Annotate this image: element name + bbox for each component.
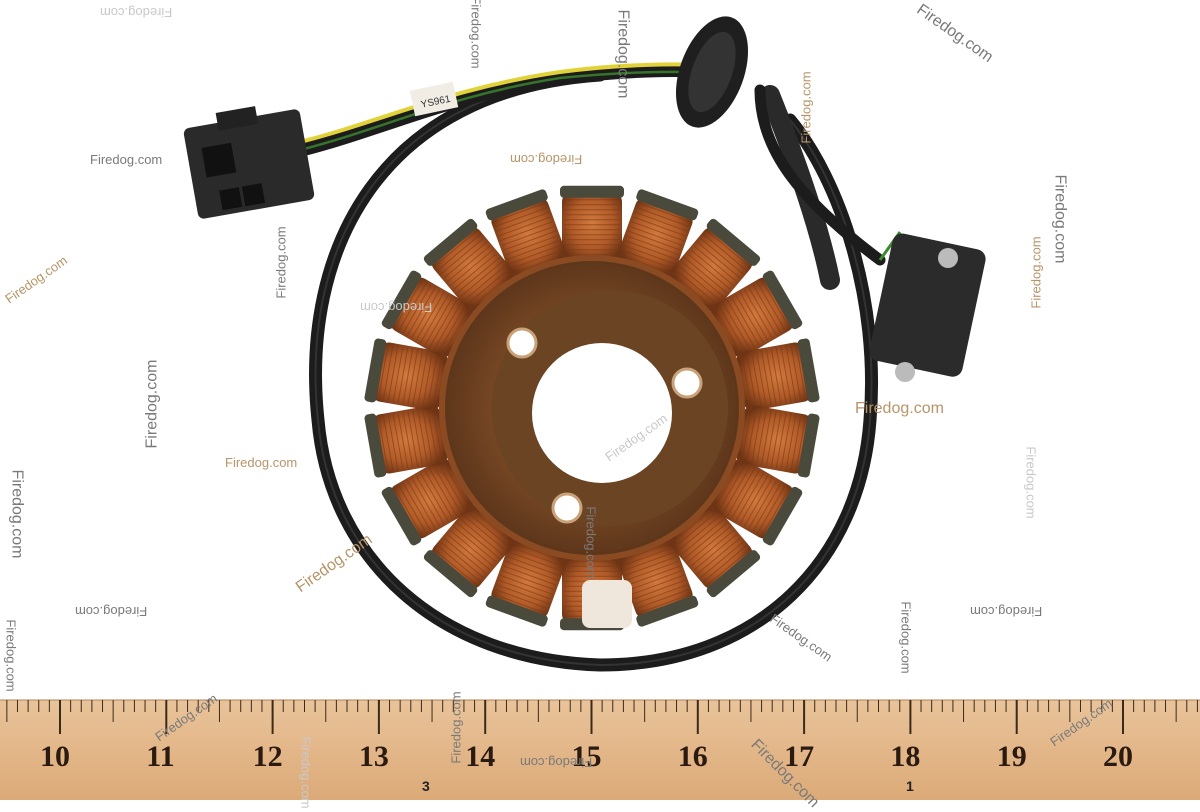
watermark-text: Firedog.com <box>8 469 26 559</box>
ruler-label: 14 <box>465 740 496 773</box>
stator-coil <box>423 504 515 598</box>
ruler-ticks <box>6 700 1198 734</box>
ruler-label: 10 <box>40 740 70 773</box>
ruler-label: 16 <box>677 740 708 773</box>
stator-coil <box>617 189 699 279</box>
watermark-text: Firedog.com <box>3 619 19 692</box>
stator-coil <box>364 405 448 478</box>
wire-harness: YS961 <box>293 62 886 290</box>
watermark-text: Firedog.com <box>1023 446 1039 519</box>
watermark-text: Firedog.com <box>468 0 484 69</box>
wire-loop <box>309 68 879 672</box>
watermark-text: Firedog.com <box>448 691 464 764</box>
watermark-text: Firedog.com <box>970 604 1043 619</box>
watermark-text: Firedog.com <box>298 736 314 809</box>
stator-coil <box>560 185 624 262</box>
stator-center-hole <box>532 343 672 483</box>
ruler-label: 18 <box>890 740 921 773</box>
watermark-text: Firedog.com <box>225 455 298 470</box>
bolt-hole <box>506 327 538 359</box>
stator-coil <box>485 537 567 627</box>
stator-coil <box>710 458 803 546</box>
watermark-text: Firedog.com <box>1051 174 1069 264</box>
ruler-label: 17 <box>784 740 815 773</box>
stator-assembly <box>364 185 820 631</box>
ruler-small-mark: 1 <box>906 778 914 794</box>
stator-coil <box>710 270 803 358</box>
stator-coil <box>669 218 761 312</box>
ruler-label: 20 <box>1103 740 1133 773</box>
watermark-text: Firedog.com <box>855 400 944 417</box>
watermark-text: Firedog.com <box>360 300 433 315</box>
stator-coil <box>485 189 567 279</box>
watermark-text: Firedog.com <box>614 9 632 99</box>
watermark-text: Firedog.com <box>75 604 148 619</box>
stator-coil <box>617 537 699 627</box>
stator-coil <box>423 218 515 312</box>
connector-plug <box>183 106 315 219</box>
watermark-text: Firedog.com <box>90 152 163 167</box>
watermark-text: Firedog.com <box>510 152 583 167</box>
bolt-hole <box>671 367 703 399</box>
insulation-tape <box>582 580 632 628</box>
stator-coil <box>364 338 448 411</box>
rubber-grommet <box>675 16 749 128</box>
stator-coil <box>381 270 474 358</box>
watermark-text: Firedog.com <box>273 226 289 299</box>
pickup-sensor <box>869 231 986 382</box>
ruler-label: 15 <box>571 740 602 773</box>
watermark-text: Firedog.com <box>143 359 161 449</box>
stator-coil <box>381 458 474 546</box>
watermark-text: Firedog.com <box>100 5 173 20</box>
ruler-label: 13 <box>358 740 389 773</box>
watermark-text: Firedog.com <box>583 506 599 579</box>
stator-coil <box>736 338 820 411</box>
stator-coil <box>736 405 820 478</box>
ruler-label: 12 <box>252 740 283 773</box>
ruler <box>0 699 1200 800</box>
watermark-text: Firedog.com <box>798 71 814 144</box>
bolt-hole <box>551 492 583 524</box>
stator-coil <box>669 504 761 598</box>
watermark-text: Firedog.com <box>898 601 914 674</box>
ruler-label: 19 <box>996 740 1027 773</box>
watermark-text: Firedog.com <box>1028 236 1044 309</box>
ruler-label: 11 <box>146 740 175 773</box>
watermark-text: Firedog.com <box>520 755 593 770</box>
ruler-small-mark: 3 <box>422 778 430 794</box>
